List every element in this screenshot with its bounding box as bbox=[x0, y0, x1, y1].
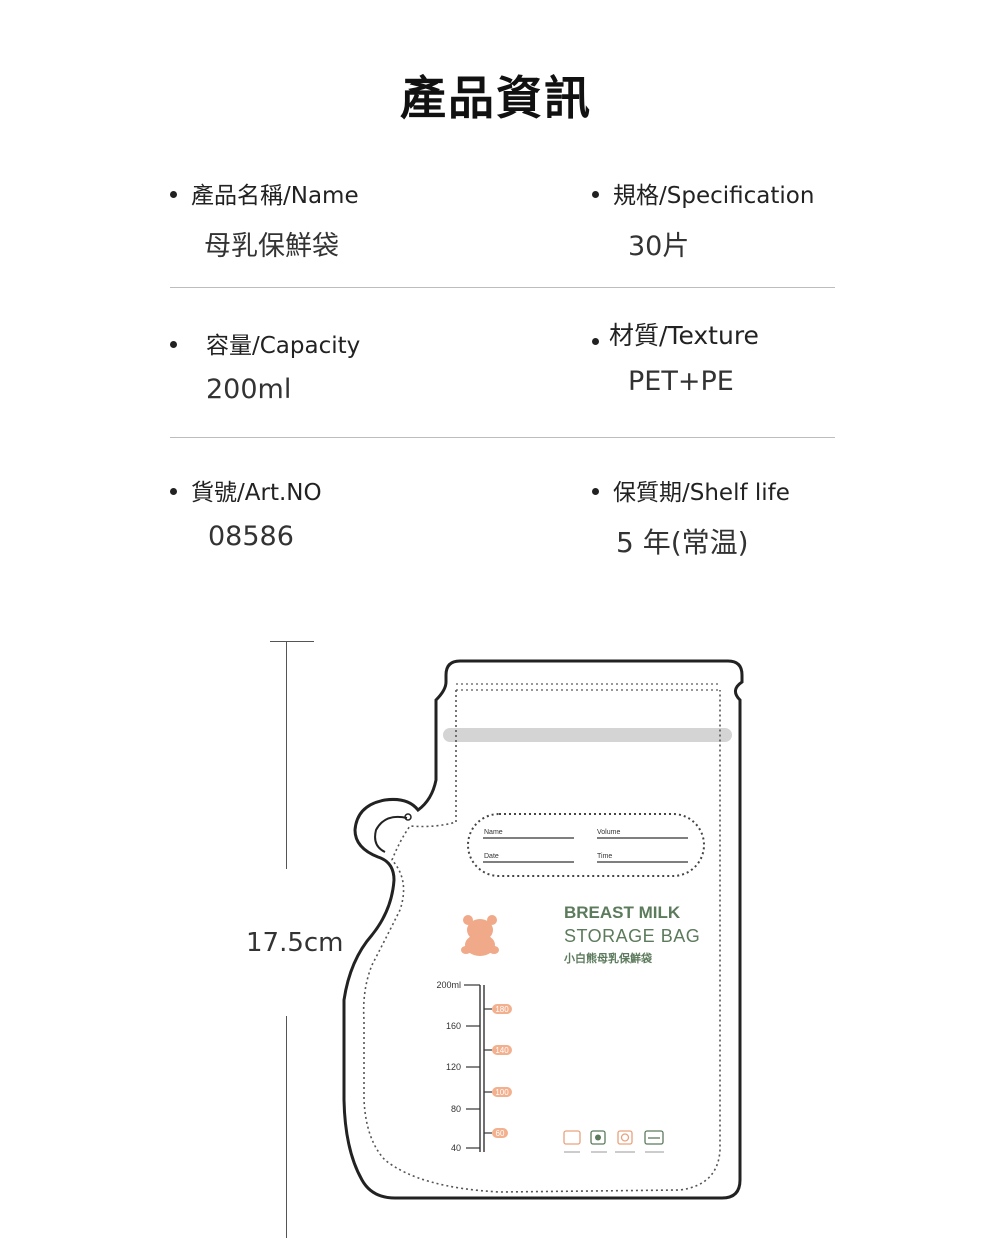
dimension-line-top bbox=[286, 641, 287, 869]
bullet-icon bbox=[170, 191, 177, 198]
spec-specification-value: 30片 bbox=[628, 231, 690, 262]
field-date: Date bbox=[484, 853, 499, 860]
snowflake-icon bbox=[595, 1134, 601, 1141]
field-name: Name bbox=[484, 829, 503, 836]
spec-capacity: 容量/Capacity 200ml bbox=[170, 326, 360, 405]
spec-artno: 貨號/Art.NO 08586 bbox=[170, 473, 322, 552]
page-title: 產品資訊 bbox=[400, 71, 592, 125]
dimension-height: 17.5cm bbox=[246, 928, 344, 958]
hole-ring bbox=[404, 813, 412, 821]
spec-capacity-value: 200ml bbox=[206, 374, 292, 405]
usage-icons bbox=[563, 1130, 664, 1153]
spec-artno-label: 貨號/Art.NO bbox=[191, 480, 322, 506]
spec-name: 產品名稱/Name 母乳保鮮袋 bbox=[170, 176, 359, 263]
scale-pill bbox=[492, 1128, 508, 1138]
label-box bbox=[467, 813, 705, 877]
bullet-icon bbox=[592, 337, 599, 345]
bullet-icon bbox=[592, 488, 599, 495]
scale-label-60: 60 bbox=[496, 1129, 505, 1138]
warm-dial-icon bbox=[620, 1133, 630, 1142]
brand-line3: 小白熊母乳保鮮袋 bbox=[563, 951, 653, 965]
bullet-icon bbox=[592, 191, 599, 198]
warm-icon bbox=[617, 1130, 633, 1145]
scale-pill bbox=[492, 1045, 512, 1055]
store-icon bbox=[644, 1130, 664, 1145]
spec-texture-label: 材質/Texture bbox=[609, 321, 759, 350]
spec-name-label: 產品名稱/Name bbox=[191, 183, 359, 209]
divider bbox=[170, 437, 835, 438]
bullet-icon bbox=[170, 341, 177, 348]
brand-line2: STORAGE BAG bbox=[564, 926, 700, 946]
dimension-line-bottom bbox=[286, 1016, 287, 1238]
field-volume: Volume bbox=[597, 829, 620, 836]
brand-line1: BREAST MILK bbox=[564, 903, 681, 922]
spec-name-value: 母乳保鮮袋 bbox=[204, 231, 339, 262]
scale-label-100: 100 bbox=[495, 1088, 509, 1097]
hang-hole bbox=[374, 815, 408, 853]
spec-specification-label: 規格/Specification bbox=[613, 183, 815, 209]
scale-label-40: 40 bbox=[451, 1143, 461, 1153]
scale-label-80: 80 bbox=[451, 1104, 461, 1114]
inner-seam bbox=[362, 690, 721, 1193]
pour-icon bbox=[563, 1130, 581, 1145]
spec-shelf-life-label: 保質期/Shelf life bbox=[613, 480, 790, 506]
scale-label-200: 200ml bbox=[436, 980, 461, 990]
bullet-icon bbox=[170, 488, 177, 495]
field-time: Time bbox=[597, 853, 612, 860]
bag-outline bbox=[342, 659, 744, 1200]
spec-specification: 規格/Specification 30片 bbox=[592, 176, 814, 263]
scale-label-140: 140 bbox=[495, 1046, 509, 1055]
spec-texture: 材質/Texture PET+PE bbox=[592, 316, 759, 397]
divider bbox=[170, 287, 835, 288]
dimension-cap-top bbox=[270, 641, 314, 642]
spec-artno-value: 08586 bbox=[208, 521, 294, 552]
spec-capacity-label: 容量/Capacity bbox=[206, 333, 361, 359]
freeze-icon bbox=[590, 1130, 606, 1145]
scale-label-180: 180 bbox=[495, 1005, 509, 1014]
spec-shelf-life: 保質期/Shelf life 5 年(常温) bbox=[592, 473, 790, 561]
scale-pill bbox=[492, 1004, 512, 1014]
spec-texture-value: PET+PE bbox=[628, 366, 734, 397]
scale-label-120: 120 bbox=[446, 1062, 461, 1072]
scale-label-160: 160 bbox=[446, 1021, 461, 1031]
spec-shelf-life-value: 5 年(常温) bbox=[616, 526, 749, 559]
bear-icon bbox=[461, 915, 499, 956]
scale-pill bbox=[492, 1087, 512, 1097]
